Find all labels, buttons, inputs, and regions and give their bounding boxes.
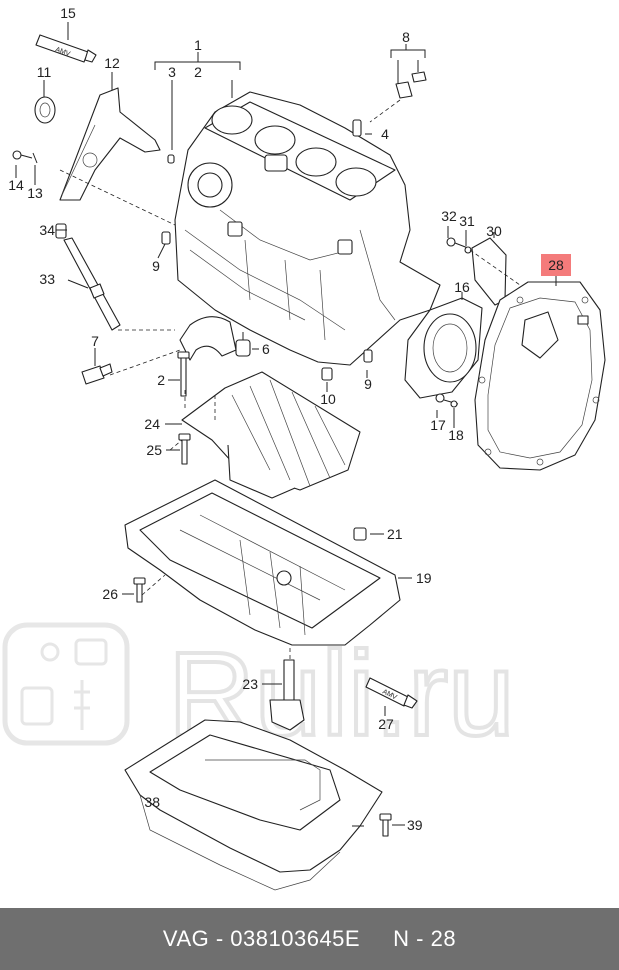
bolt-25 (178, 433, 191, 465)
sensor-6 (235, 332, 251, 357)
callout-31: 31 (459, 213, 475, 229)
callout-9a: 9 (152, 258, 160, 274)
callout-7: 7 (91, 333, 99, 349)
bolt-39 (379, 813, 392, 837)
bolt-2 (177, 351, 190, 397)
page-reference: N - 28 (393, 926, 457, 951)
engine-block (174, 91, 441, 366)
callout-27: 27 (378, 716, 394, 732)
callout-13: 13 (27, 185, 43, 201)
callout-2: 2 (194, 64, 202, 80)
callout-24: 24 (144, 416, 160, 432)
callout-14: 14 (8, 177, 24, 193)
callout-labels: 15 1 3 2 8 12 11 4 14 13 32 31 30 34 9 2… (8, 5, 564, 833)
exploded-parts-diagram: Ruli.ru AMV (2, 5, 606, 891)
seal-ring-11 (34, 96, 56, 124)
part-reference: VAG - 038103645E (162, 926, 361, 951)
callout-21: 21 (387, 526, 403, 542)
part-number-footer: VAG - 038103645E N - 28 (0, 908, 619, 970)
callout-28: 28 (548, 257, 564, 273)
callout-34: 34 (39, 222, 55, 238)
callout-26: 26 (102, 586, 118, 602)
highlight-box-28 (541, 254, 571, 276)
oil-baffle (181, 371, 361, 499)
leader-lines (15, 22, 557, 827)
callout-18: 18 (448, 427, 464, 443)
callout-15: 15 (60, 5, 76, 21)
callout-8: 8 (402, 29, 410, 45)
callout-16: 16 (454, 279, 470, 295)
bearing-cap-5 (179, 316, 237, 361)
sealant-tube-15: AMV (35, 34, 97, 63)
lower-oil-sump (124, 719, 383, 891)
callout-17: 17 (430, 417, 446, 433)
bolt-31-32 (446, 237, 472, 254)
callout-30: 30 (486, 223, 502, 239)
crankshaft-seal-flange (404, 297, 483, 399)
bolt-17-18 (435, 393, 459, 408)
bolt-21 (353, 527, 367, 541)
callout-32: 32 (441, 208, 457, 224)
callout-11: 11 (37, 64, 52, 80)
pins (161, 71, 427, 381)
callout-2b: 2 (157, 372, 165, 388)
callout-6: 6 (262, 341, 270, 357)
callout-4: 4 (381, 126, 389, 142)
callout-3: 3 (168, 64, 176, 80)
sensor-7 (81, 363, 113, 385)
bolt-14 (12, 150, 38, 164)
callout-19: 19 (416, 570, 432, 586)
group-bracket-1 (154, 52, 241, 150)
callout-25: 25 (146, 442, 162, 458)
dipstick-tube (55, 223, 121, 331)
upper-oil-sump (124, 479, 401, 646)
callout-38: 38 (144, 794, 160, 810)
tube-label-15: AMV (54, 46, 71, 58)
group-bracket-8 (390, 44, 426, 84)
bolt-26 (133, 577, 146, 603)
callout-1: 1 (194, 37, 202, 53)
assembly-lines (59, 99, 521, 662)
callout-12: 12 (104, 55, 120, 71)
callout-10: 10 (320, 391, 336, 407)
oil-level-sensor (269, 659, 305, 731)
callout-23: 23 (242, 676, 258, 692)
callout-39: 39 (407, 817, 423, 833)
callout-33: 33 (39, 271, 55, 287)
gasket-28 (474, 281, 606, 471)
callout-9b: 9 (364, 376, 372, 392)
engine-bracket (59, 87, 161, 201)
